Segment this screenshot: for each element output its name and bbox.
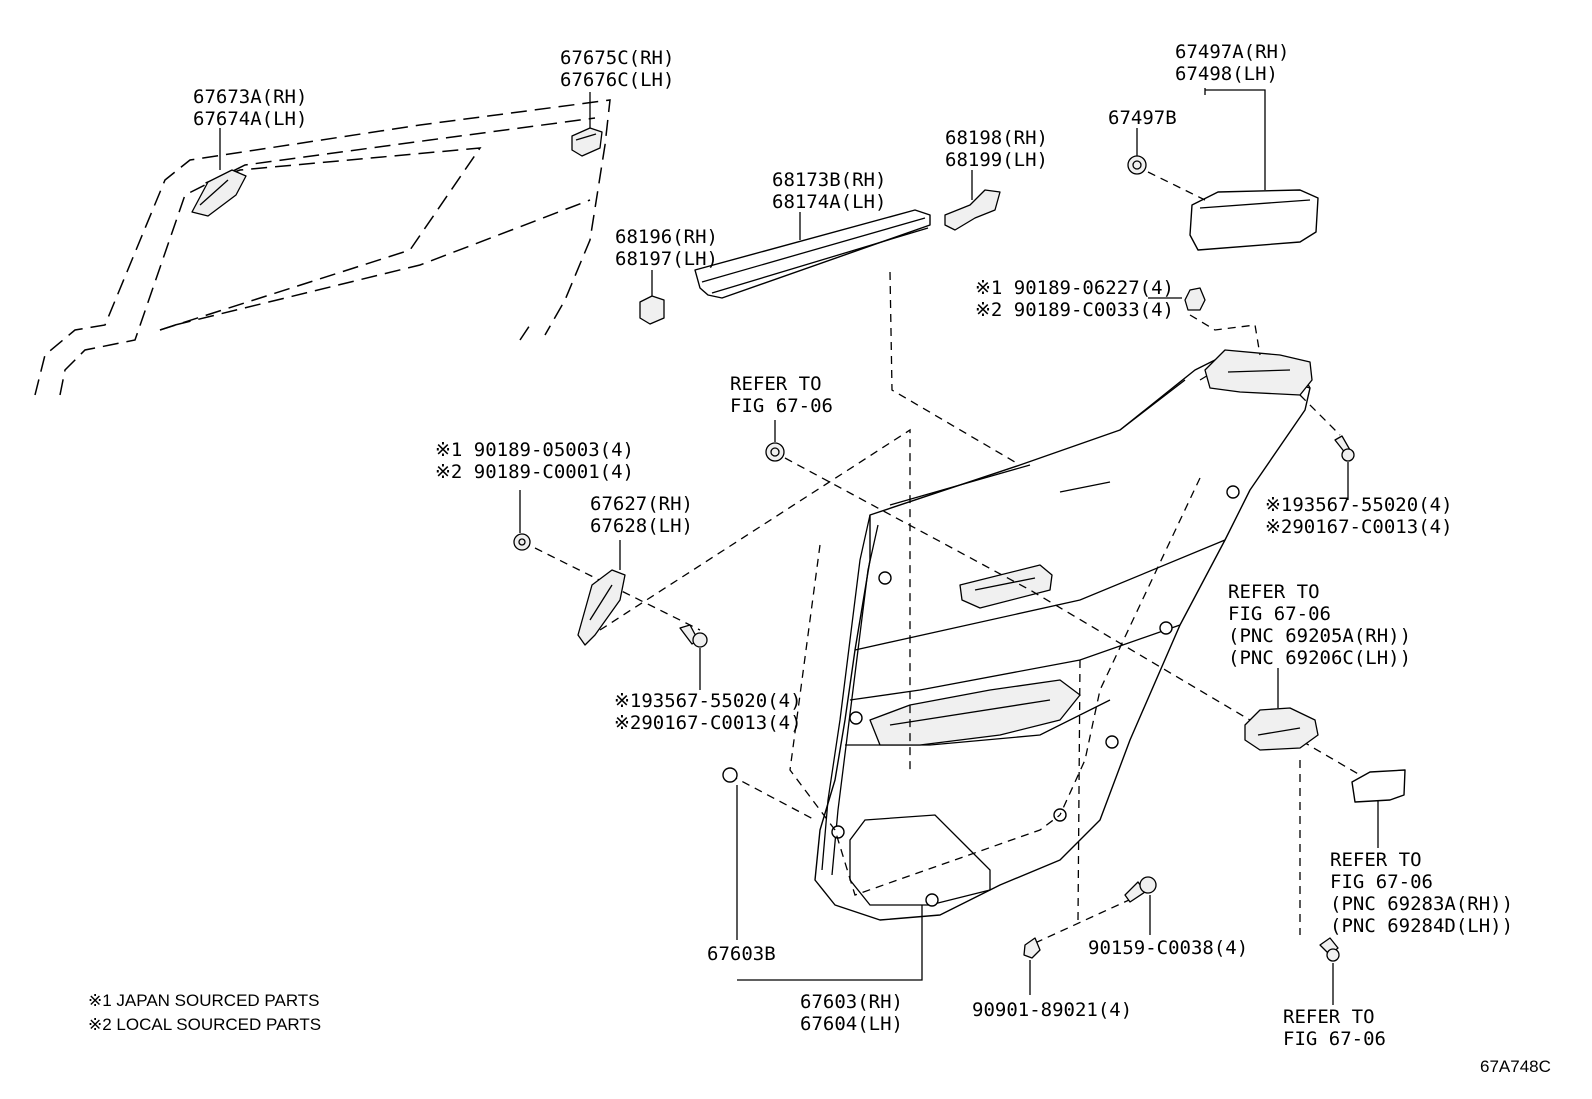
svg-text:※1 JAPAN SOURCED PARTS: ※1 JAPAN SOURCED PARTS xyxy=(88,991,320,1010)
clip-refer-fig[interactable] xyxy=(765,442,785,462)
svg-text:67675C(RH): 67675C(RH) xyxy=(560,47,674,69)
svg-text:REFER TO: REFER TO xyxy=(1330,849,1422,871)
label-67603: 67603(RH) 67604(LH) xyxy=(800,991,903,1035)
svg-text:REFER TO: REFER TO xyxy=(1228,581,1320,603)
svg-text:FIG 67-06: FIG 67-06 xyxy=(1228,603,1331,625)
svg-text:68174A(LH): 68174A(LH) xyxy=(772,191,886,213)
label-67675c: 67675C(RH) 67676C(LH) xyxy=(560,47,674,91)
bracket-68198[interactable] xyxy=(944,189,1001,231)
label-refer-bottom: REFER TO FIG 67-06 xyxy=(1283,1006,1386,1050)
svg-text:※290167-C0013(4): ※290167-C0013(4) xyxy=(1265,516,1453,538)
svg-text:FIG 67-06: FIG 67-06 xyxy=(1330,871,1433,893)
svg-text:67676C(LH): 67676C(LH) xyxy=(560,69,674,91)
figure-code: 67A748C xyxy=(1480,1057,1551,1076)
label-68173b: 68173B(RH) 68174A(LH) xyxy=(772,169,886,213)
svg-text:(PNC 69283A(RH)): (PNC 69283A(RH)) xyxy=(1330,893,1513,915)
svg-text:67674A(LH): 67674A(LH) xyxy=(193,108,307,130)
svg-text:68196(RH): 68196(RH) xyxy=(615,226,718,248)
belt-weatherstrip-68173b[interactable] xyxy=(694,209,931,299)
svg-text:67497A(RH): 67497A(RH) xyxy=(1175,41,1289,63)
svg-text:※2 90189-C0001(4): ※2 90189-C0001(4) xyxy=(435,461,634,483)
screw-93567-left[interactable] xyxy=(679,624,708,648)
corner-piece-67675c[interactable] xyxy=(571,127,603,157)
label-67497b: 67497B xyxy=(1108,107,1177,129)
label-67627: 67627(RH) 67628(LH) xyxy=(590,493,693,537)
inside-handle-assembly[interactable] xyxy=(1244,707,1319,751)
svg-text:67498(LH): 67498(LH) xyxy=(1175,63,1278,85)
door-trim-panel-67603[interactable] xyxy=(814,359,1311,921)
label-clip-left: ※1 90189-05003(4) ※2 90189-C0001(4) xyxy=(435,439,634,483)
bracket-67627[interactable] xyxy=(577,569,626,646)
clip-90189-05003[interactable] xyxy=(513,533,531,551)
svg-text:※290167-C0013(4): ※290167-C0013(4) xyxy=(614,712,802,734)
label-screw-left: ※193567-55020(4) ※290167-C0013(4) xyxy=(614,690,802,734)
svg-text:67604(LH): 67604(LH) xyxy=(800,1013,903,1035)
label-90901: 90901-89021(4) xyxy=(972,999,1132,1021)
screw-93567-right[interactable] xyxy=(1334,435,1355,462)
clip-90901[interactable] xyxy=(1023,937,1041,959)
inside-handle-bezel[interactable] xyxy=(959,564,1053,609)
svg-text:68173B(RH): 68173B(RH) xyxy=(772,169,886,191)
assembly-lines xyxy=(534,271,1361,944)
corner-piece-67673a[interactable] xyxy=(191,169,247,217)
armrest-cover-67497a[interactable] xyxy=(1189,189,1319,251)
svg-text:(PNC 69205A(RH)): (PNC 69205A(RH)) xyxy=(1228,625,1411,647)
svg-text:※2 LOCAL SOURCED PARTS: ※2 LOCAL SOURCED PARTS xyxy=(88,1015,321,1034)
svg-text:68199(LH): 68199(LH) xyxy=(945,149,1048,171)
label-screw-right: ※193567-55020(4) ※290167-C0013(4) xyxy=(1265,494,1453,538)
svg-text:※193567-55020(4): ※193567-55020(4) xyxy=(614,690,802,712)
clip-90189-06227[interactable] xyxy=(1184,287,1206,311)
panel-clip-points xyxy=(831,485,1240,907)
clip-68196[interactable] xyxy=(639,295,665,325)
svg-text:68197(LH): 68197(LH) xyxy=(615,248,718,270)
svg-text:※2 90189-C0033(4): ※2 90189-C0033(4) xyxy=(975,299,1174,321)
svg-text:FIG 67-06: FIG 67-06 xyxy=(1283,1028,1386,1050)
label-67497a: 67497A(RH) 67498(LH) xyxy=(1175,41,1289,85)
svg-text:67628(LH): 67628(LH) xyxy=(590,515,693,537)
svg-text:67627(RH): 67627(RH) xyxy=(590,493,693,515)
label-68196: 68196(RH) 68197(LH) xyxy=(615,226,718,270)
upper-bracket[interactable] xyxy=(1204,349,1313,396)
label-clip-top: ※1 90189-06227(4) ※2 90189-C0033(4) xyxy=(975,277,1174,321)
svg-text:※1 90189-05003(4): ※1 90189-05003(4) xyxy=(435,439,634,461)
door-frame-outline xyxy=(34,99,611,396)
svg-text:REFER TO: REFER TO xyxy=(730,373,822,395)
label-refer-handle: REFER TO FIG 67-06 (PNC 69205A(RH)) (PNC… xyxy=(1228,581,1411,669)
label-68198: 68198(RH) 68199(LH) xyxy=(945,127,1048,171)
clip-67603b[interactable] xyxy=(722,767,738,783)
svg-text:(PNC 69206C(LH)): (PNC 69206C(LH)) xyxy=(1228,647,1411,669)
label-67673a: 67673A(RH) 67674A(LH) xyxy=(193,86,307,130)
svg-text:67603(RH): 67603(RH) xyxy=(800,991,903,1013)
legend-notes: ※1 JAPAN SOURCED PARTS ※2 LOCAL SOURCED … xyxy=(88,991,321,1034)
svg-text:67673A(RH): 67673A(RH) xyxy=(193,86,307,108)
svg-text:※193567-55020(4): ※193567-55020(4) xyxy=(1265,494,1453,516)
svg-text:※1 90189-06227(4): ※1 90189-06227(4) xyxy=(975,277,1174,299)
screw-90159[interactable] xyxy=(1124,876,1157,903)
svg-text:68198(RH): 68198(RH) xyxy=(945,127,1048,149)
svg-text:FIG 67-06: FIG 67-06 xyxy=(730,395,833,417)
svg-text:REFER TO: REFER TO xyxy=(1283,1006,1375,1028)
label-refer-1: REFER TO FIG 67-06 xyxy=(730,373,833,417)
label-90159: 90159-C0038(4) xyxy=(1088,937,1248,959)
screw-bottom[interactable] xyxy=(1319,937,1340,962)
label-67603b: 67603B xyxy=(707,943,776,965)
label-refer-switch: REFER TO FIG 67-06 (PNC 69283A(RH)) (PNC… xyxy=(1330,849,1513,937)
clip-67497b[interactable] xyxy=(1127,155,1147,175)
window-switch[interactable] xyxy=(1351,769,1406,803)
armrest-base[interactable] xyxy=(869,679,1081,746)
svg-text:(PNC 69284D(LH)): (PNC 69284D(LH)) xyxy=(1330,915,1513,937)
